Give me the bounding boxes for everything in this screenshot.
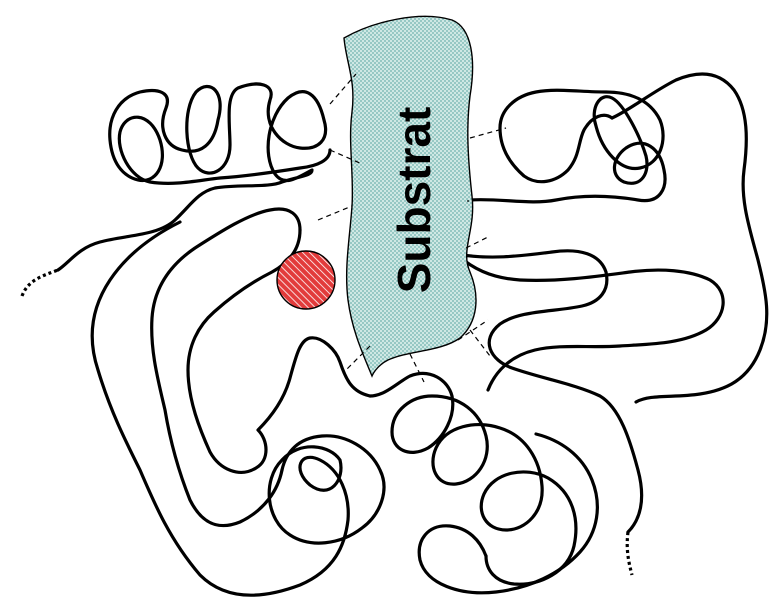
protein-chain-loop-outer: [92, 222, 384, 595]
chain-terminus-right: [627, 532, 632, 575]
bond-line: [466, 236, 490, 248]
protein-chain-loop-inner: [152, 209, 300, 526]
protein-chain-right: [470, 90, 665, 202]
protein-chain-loop-core: [188, 230, 370, 472]
active-site-marker: [277, 251, 335, 309]
protein-chain-bottom-helix: [370, 373, 576, 584]
protein-chain-right-inner: [456, 254, 723, 390]
chain-terminus-left: [22, 270, 58, 296]
protein-chain-left: [58, 84, 330, 270]
bond-line: [470, 330, 490, 356]
substrate-label: Substrat: [388, 107, 440, 294]
bond-line: [318, 206, 352, 220]
bond-line: [410, 354, 424, 382]
protein-chain-right-rim: [612, 74, 767, 402]
protein-chain-bottom-link: [419, 434, 597, 593]
